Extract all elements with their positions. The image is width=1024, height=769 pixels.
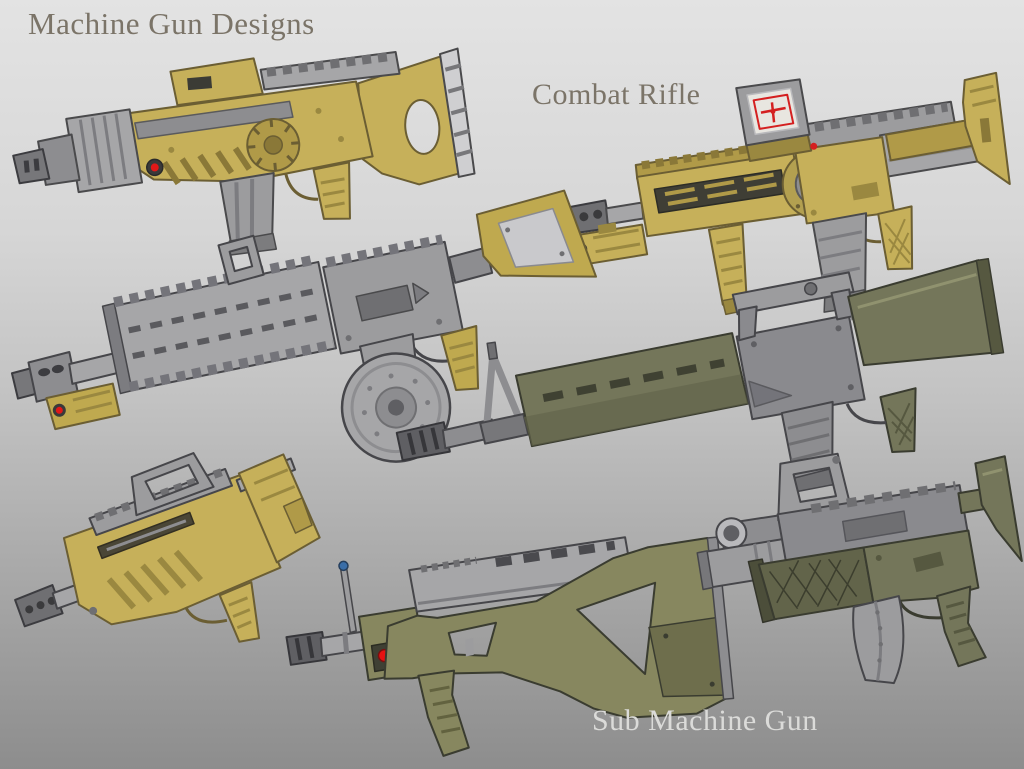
illustration-tan-combat-carbine — [554, 71, 1011, 322]
gun4-handguard — [514, 332, 750, 448]
gun5-stock-block — [235, 453, 321, 564]
tan-assault-rifle-drawing — [12, 47, 476, 257]
illustration-tan-bullpup-smg — [12, 452, 342, 672]
gun7-magazine — [852, 595, 905, 685]
gun1-magazine — [219, 172, 278, 257]
tan-combat-carbine-drawing — [554, 71, 1011, 316]
gun1-stock — [357, 47, 476, 186]
illustration-olive-bullpup-rifle — [285, 518, 735, 769]
gun4-grip — [845, 387, 917, 454]
combat-rifle-label: Combat Rifle — [532, 78, 701, 111]
silver-drum-rifle-drawing — [10, 189, 598, 463]
gun1-gear-detail — [246, 117, 301, 172]
gun2-holo-sight — [735, 78, 818, 163]
illustration-olive-carry-handle-rifle — [395, 258, 1010, 507]
gun4-receiver — [735, 313, 866, 421]
gun1-top-rail — [259, 50, 401, 91]
gun7-stock — [957, 455, 1023, 563]
illustration-suppressed-compact-smg — [696, 446, 1023, 696]
gun1-barrel-assembly — [12, 108, 144, 194]
tan-bullpup-smg-drawing — [14, 452, 321, 643]
illustration-tan-assault-rifle — [12, 47, 476, 263]
gun3-quad-rail-handguard — [101, 254, 338, 395]
gun6-muzzle — [285, 630, 369, 666]
gun6-grip — [417, 669, 470, 757]
gun3-receiver — [322, 234, 464, 355]
gun3-muzzle — [10, 350, 123, 403]
gun1-sight-block — [169, 57, 264, 107]
gun2-red-dot — [810, 142, 818, 150]
sub-machine-gun-label: Sub Machine Gun — [592, 704, 818, 737]
olive-bullpup-rifle-drawing — [285, 536, 735, 757]
gun3-laser-module — [45, 382, 121, 431]
gun3-stock — [448, 189, 598, 284]
olive-carry-handle-rifle-drawing — [395, 258, 1005, 493]
gun2-stock — [884, 71, 1011, 186]
gun1-handguard-ribs — [161, 146, 252, 186]
gun3-grip — [408, 325, 480, 391]
gun5-muzzle — [14, 582, 87, 628]
gun3-flip-sight — [217, 234, 265, 286]
gun4-stock — [847, 258, 1005, 367]
gun4-flash-hider — [395, 418, 496, 462]
illustration-silver-drum-rifle — [10, 189, 612, 478]
gun6-trigger — [465, 637, 474, 657]
sheet-title: Machine Gun Designs — [28, 6, 315, 41]
gun6-antenna — [338, 560, 357, 634]
gun1-receiver — [120, 80, 374, 183]
suppressed-compact-smg-drawing — [696, 452, 1023, 685]
gun5-sight-frame — [130, 452, 215, 517]
gun6-upper-receiver — [408, 536, 635, 613]
gun1-laser-dot — [146, 158, 164, 177]
gun5-grip — [184, 581, 261, 643]
gun5-body — [62, 473, 282, 626]
gun2-handguard — [634, 138, 805, 238]
gun1-grip — [284, 161, 351, 220]
gun4-front-sight — [479, 341, 530, 445]
